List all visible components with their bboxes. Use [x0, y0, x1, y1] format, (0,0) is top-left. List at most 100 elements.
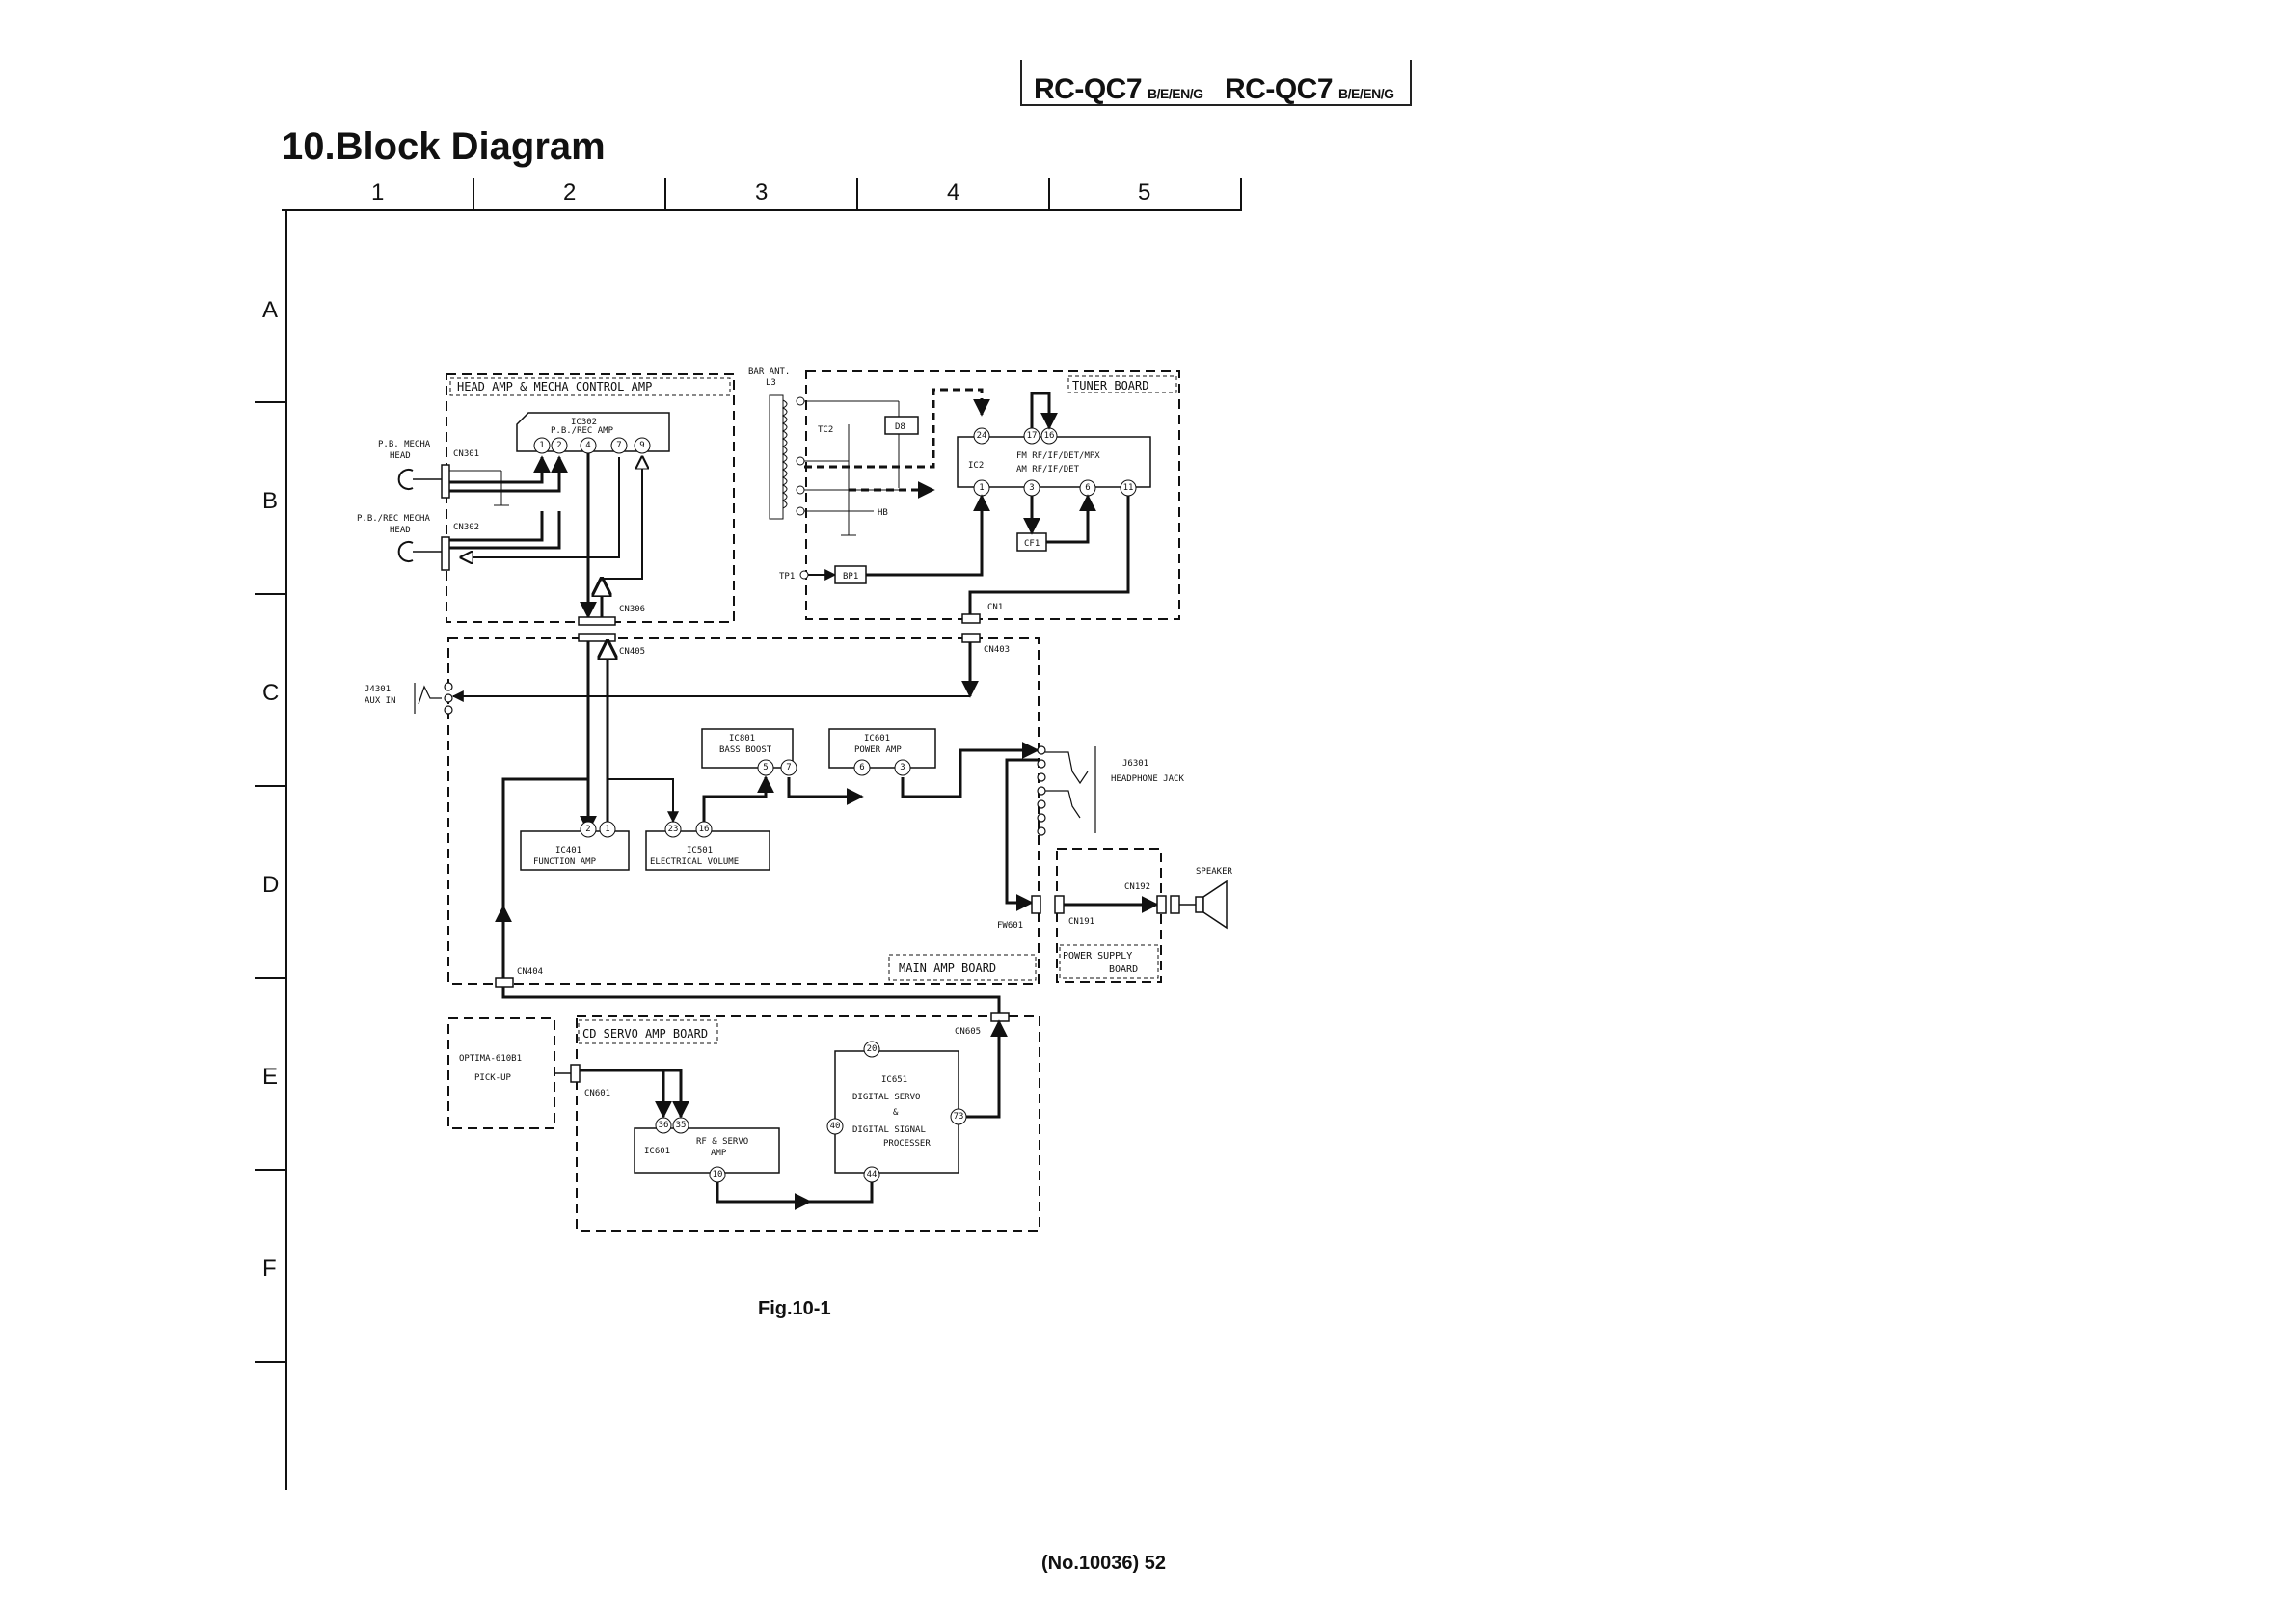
power-supply-title: POWER SUPPLY	[1063, 951, 1132, 961]
cn306-label: CN306	[619, 605, 645, 614]
ic651-name: IC651	[881, 1075, 907, 1085]
pin-label: 6	[1085, 483, 1090, 493]
ic651-function: PROCESSER	[883, 1139, 931, 1149]
ic501-function: ELECTRICAL VOLUME	[650, 857, 739, 867]
pin-label: 6	[859, 763, 864, 772]
ic302-name: IC302	[571, 418, 597, 427]
connector-cn302	[441, 536, 450, 571]
ic2-function: FM RF/IF/DET/MPX	[1016, 451, 1100, 461]
ic651-function: DIGITAL SIGNAL	[852, 1125, 926, 1135]
connector-cn405	[578, 633, 616, 642]
pin-label: 20	[867, 1044, 878, 1054]
connector-cn404	[495, 977, 514, 988]
power-supply-block: POWER SUPPLY BOARD CN191 CN192 SPEAKER	[1054, 848, 1233, 983]
grid-column-label: 1	[371, 179, 385, 205]
bar-antenna-label: BAR ANT.	[748, 367, 790, 377]
ic801-name: IC801	[729, 734, 755, 744]
cn192-label: CN192	[1124, 882, 1150, 892]
model-suffix: B/E/EN/G	[1338, 86, 1394, 101]
aux-in-label: AUX IN	[365, 696, 396, 706]
pin-label: 40	[830, 1122, 841, 1131]
pin-label: 17	[1027, 431, 1038, 441]
ic401-box	[520, 830, 630, 871]
hb-label: HB	[878, 508, 888, 518]
pin-label: 5	[763, 763, 768, 772]
ic801-box	[701, 728, 794, 769]
cd-servo-title: CD SERVO AMP BOARD	[582, 1027, 708, 1041]
cn302-label: CN302	[453, 523, 479, 532]
pickup-block: OPTIMA-610B1 PICK-UP	[447, 1017, 555, 1129]
pin-label: 4	[585, 441, 590, 450]
headphone-jack-label: J6301	[1122, 759, 1148, 769]
pin-label: 24	[977, 431, 987, 441]
connector-cn301	[441, 464, 450, 499]
fw601-label: FW601	[997, 921, 1023, 931]
pickup-label: OPTIMA-610B1	[459, 1054, 522, 1064]
head-amp-block: HEAD AMP & MECHA CONTROL AMP IC302 P.B./…	[357, 373, 735, 626]
figure-caption: Fig.10-1	[758, 1298, 831, 1319]
ic2-pins: 24 17 16 1 3 6 11	[973, 427, 1137, 497]
ic601-power-box	[828, 728, 936, 769]
bar-antenna-label: L3	[766, 378, 776, 388]
bar-antenna-icon	[769, 394, 805, 520]
pin-label: 3	[1029, 483, 1034, 493]
pin-label: 1	[979, 483, 984, 493]
pin-label: 44	[867, 1170, 878, 1179]
tuner-title: TUNER BOARD	[1072, 379, 1148, 392]
rec-head-label: P.B./REC MECHA	[357, 514, 430, 524]
cn403-label: CN403	[984, 645, 1010, 655]
connector-cn192	[1156, 895, 1167, 914]
grid-row-label: A	[262, 297, 279, 323]
pickup-label: PICK-UP	[474, 1073, 512, 1083]
rec-head-label: HEAD	[390, 526, 411, 535]
pin-label: 73	[954, 1112, 964, 1122]
ic501-name: IC501	[687, 846, 713, 855]
cn404-label: CN404	[517, 967, 543, 977]
model-name: RC-QC7	[1034, 73, 1143, 105]
grid-row-label: C	[262, 680, 280, 706]
ic601-rf-name: IC601	[644, 1147, 670, 1156]
connector-cn191	[1054, 895, 1065, 914]
ic2-box	[957, 436, 1151, 488]
cf1-label: CF1	[1024, 539, 1040, 549]
ic302-pins: 1 2 4 7 9	[533, 437, 651, 454]
pin-label: 16	[1044, 431, 1055, 441]
cn301-label: CN301	[453, 449, 479, 459]
pin-label: 3	[900, 763, 905, 772]
connector-cn1	[961, 613, 981, 624]
speaker-label: SPEAKER	[1196, 867, 1233, 877]
grid-row-label: D	[262, 872, 280, 898]
page-number: (No.10036) 52	[1041, 1553, 1166, 1574]
pin-label: 11	[1123, 483, 1134, 493]
tuner-block: TUNER BOARD BAR ANT. L3 TC2 HB D8 IC2 F	[748, 367, 1180, 624]
pin-label: 7	[616, 441, 621, 450]
connector-cn306	[578, 616, 616, 626]
ic2-name: IC2	[968, 461, 984, 471]
cn1-label: CN1	[987, 603, 1003, 612]
pin-label: 9	[639, 441, 644, 450]
ic651-function: DIGITAL SERVO	[852, 1093, 920, 1102]
ic601-power-function: POWER AMP	[854, 745, 902, 755]
d8-label: D8	[895, 422, 905, 432]
ic651-function: &	[893, 1108, 899, 1118]
model-suffix: B/E/EN/G	[1148, 86, 1203, 101]
bp1-label: BP1	[843, 572, 858, 582]
ic2-function: AM RF/IF/DET	[1016, 465, 1080, 474]
pin-label: 23	[668, 825, 679, 834]
grid-column-label: 4	[947, 179, 960, 205]
grid-row-label: B	[262, 488, 279, 514]
aux-in-label: J4301	[365, 685, 391, 694]
pb-head-icon	[397, 469, 414, 490]
cd-servo-block: CD SERVO AMP BOARD CN601 CN605 IC601 RF …	[501, 987, 1040, 1232]
connector-fw601	[1031, 895, 1041, 914]
headphone-jack-label: HEADPHONE JACK	[1111, 774, 1184, 784]
grid-frame	[255, 178, 1242, 1490]
ic651-box	[834, 1050, 959, 1174]
pin-label: 1	[605, 825, 609, 834]
main-amp-block: MAIN AMP BOARD CN405 CN403 J4301 AUX IN …	[365, 633, 1184, 988]
ic501-box	[645, 830, 770, 871]
pin-label: 1	[539, 441, 544, 450]
tp1-point	[799, 570, 809, 580]
